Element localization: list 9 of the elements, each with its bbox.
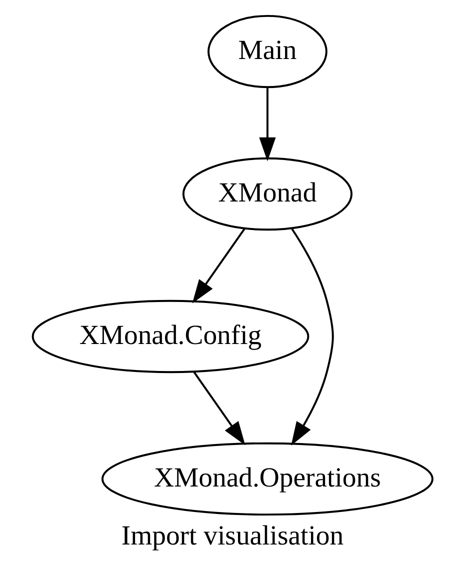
arrow — [192, 371, 245, 446]
arrow — [258, 88, 276, 162]
node-ellipse: XMonad — [182, 157, 352, 231]
node-ellipse: Main — [207, 14, 327, 88]
caption: Import visualisation — [120, 520, 344, 551]
node-ellipse: XMonad.Operations — [100, 442, 433, 516]
arrow — [290, 228, 334, 446]
arrow — [192, 228, 245, 304]
node-ellipse: XMonad.Config — [31, 300, 309, 374]
